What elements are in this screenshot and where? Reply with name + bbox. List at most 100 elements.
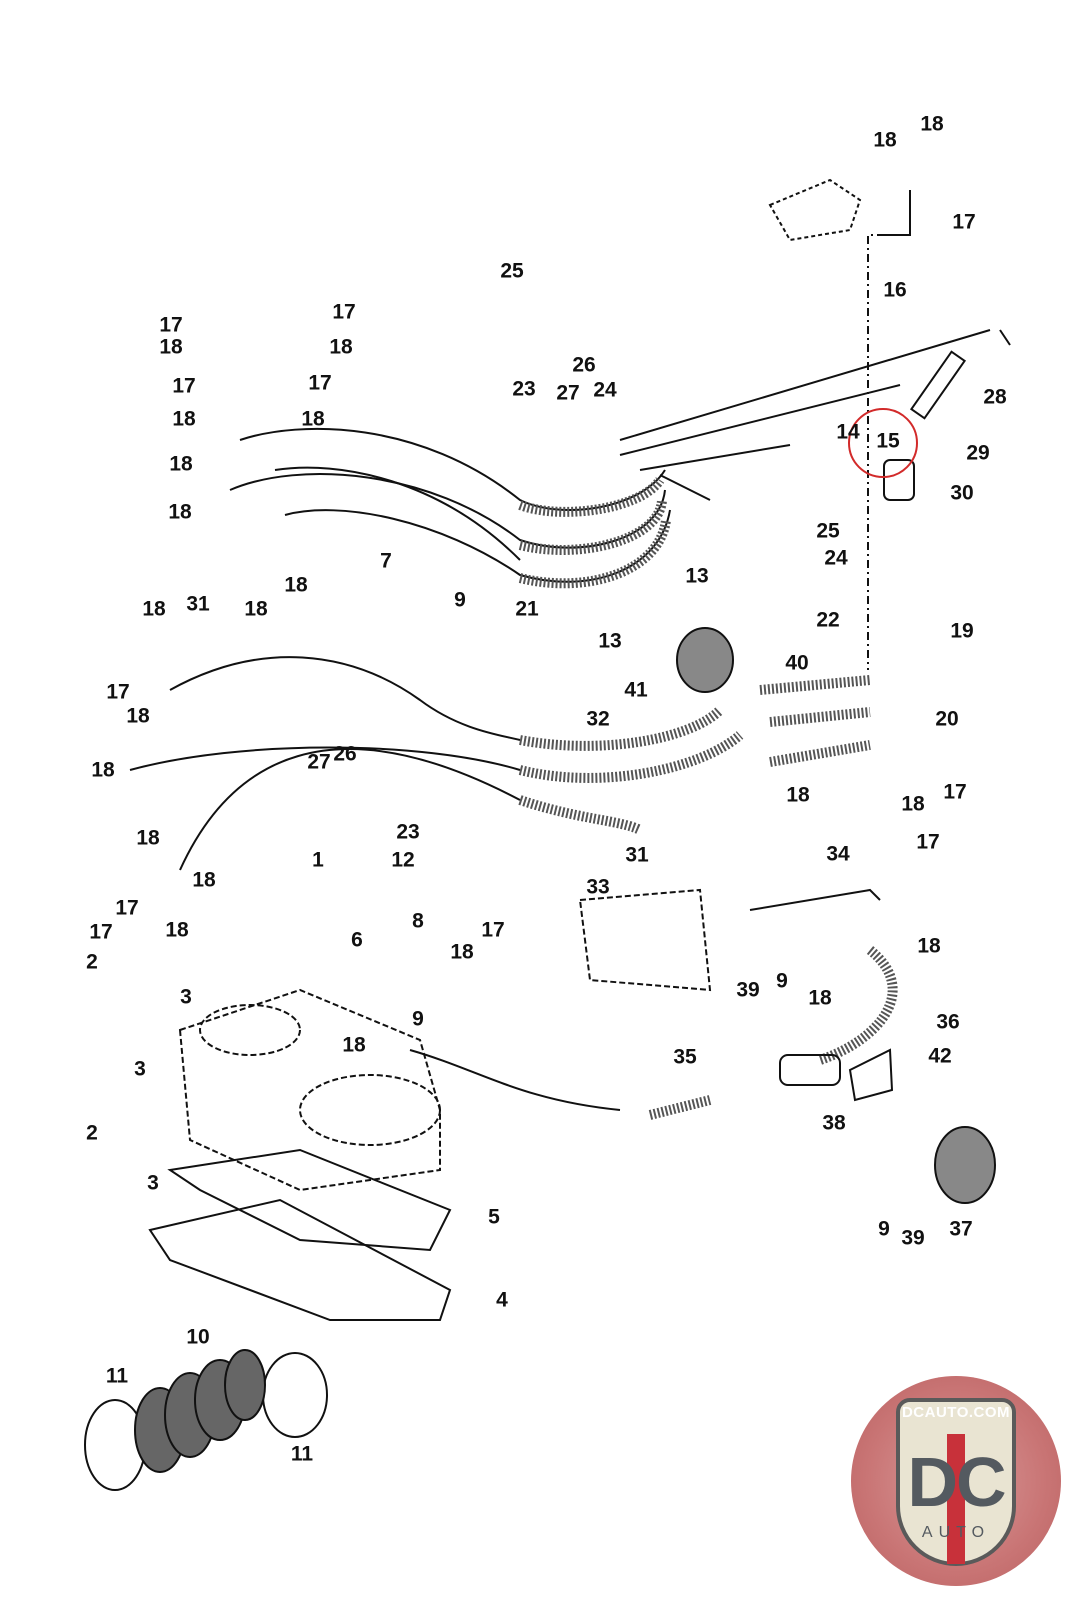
part-label-40: 40 — [785, 651, 809, 675]
hose-bundle-13 — [229, 329, 991, 589]
part-label-17: 17 — [308, 371, 332, 395]
part-label-18: 18 — [342, 1033, 366, 1057]
part-label-3: 3 — [180, 985, 192, 1009]
part-label-32: 32 — [586, 707, 610, 731]
part-label-26: 26 — [572, 353, 596, 377]
part-label-38: 38 — [822, 1111, 846, 1135]
part-label-18: 18 — [450, 940, 474, 964]
part-label-23: 23 — [396, 820, 420, 844]
part-label-18: 18 — [91, 758, 115, 782]
part-label-33: 33 — [586, 875, 610, 899]
logo-stripe — [947, 1434, 965, 1564]
part-label-2: 2 — [86, 1121, 98, 1145]
part-label-18: 18 — [329, 335, 353, 359]
part-label-23: 23 — [512, 377, 536, 401]
part-label-25: 25 — [500, 259, 524, 283]
part-label-30: 30 — [950, 481, 974, 505]
rubber-boot-10 — [84, 1349, 328, 1491]
part-label-18: 18 — [159, 335, 183, 359]
part-label-31: 31 — [186, 592, 210, 616]
logo-word: AUTO — [921, 1524, 991, 1541]
part-label-18: 18 — [284, 573, 308, 597]
part-label-18: 18 — [244, 597, 268, 621]
part-label-3: 3 — [147, 1171, 159, 1195]
part-label-17: 17 — [89, 920, 113, 944]
part-label-9: 9 — [412, 1007, 424, 1031]
part-label-27: 27 — [556, 381, 580, 405]
part-label-18: 18 — [169, 452, 193, 476]
part-label-21: 21 — [515, 597, 539, 621]
part-label-17: 17 — [172, 374, 196, 398]
part-label-34: 34 — [826, 842, 850, 866]
part-label-35: 35 — [673, 1045, 697, 1069]
part-label-16: 16 — [883, 278, 907, 302]
part-label-18: 18 — [917, 934, 941, 958]
part-label-13: 13 — [685, 564, 709, 588]
part-label-14: 14 — [836, 420, 860, 444]
part-label-5: 5 — [488, 1205, 500, 1229]
part-label-18: 18 — [920, 112, 944, 136]
gasket-5 — [148, 1148, 452, 1321]
part-label-22: 22 — [816, 608, 840, 632]
part-label-3: 3 — [134, 1057, 146, 1081]
fuel-line-16 — [867, 190, 1011, 670]
hose-bundle-32 — [129, 656, 871, 871]
part-label-10: 10 — [186, 1325, 210, 1349]
part-label-15: 15 — [876, 429, 900, 453]
part-label-18: 18 — [168, 500, 192, 524]
part-label-12: 12 — [391, 848, 415, 872]
part-label-9: 9 — [454, 588, 466, 612]
part-label-17: 17 — [115, 896, 139, 920]
part-label-27: 27 — [307, 750, 331, 774]
part-label-1: 1 — [312, 848, 324, 872]
part-label-19: 19 — [950, 619, 974, 643]
lower-right-assembly — [409, 627, 996, 1204]
part-label-18: 18 — [873, 128, 897, 152]
part-label-31: 31 — [625, 843, 649, 867]
part-label-36: 36 — [936, 1010, 960, 1034]
highlight-circle-part-15 — [848, 408, 918, 478]
part-label-9: 9 — [878, 1217, 890, 1241]
part-label-42: 42 — [928, 1044, 952, 1068]
logo-initials: DC — [907, 1443, 1006, 1521]
part-label-24: 24 — [593, 378, 617, 402]
reference-fitting — [768, 178, 862, 242]
part-label-29: 29 — [966, 441, 990, 465]
part-label-17: 17 — [106, 680, 130, 704]
part-label-17: 17 — [159, 313, 183, 337]
part-label-9: 9 — [776, 969, 788, 993]
part-label-26: 26 — [333, 742, 357, 766]
logo-site-text: DCAUTO.COM — [901, 1404, 1011, 1421]
part-label-17: 17 — [481, 918, 505, 942]
part-label-4: 4 — [496, 1288, 508, 1312]
part-label-18: 18 — [808, 986, 832, 1010]
part-label-25: 25 — [816, 519, 840, 543]
part-label-24: 24 — [824, 546, 848, 570]
part-label-17: 17 — [916, 830, 940, 854]
part-label-17: 17 — [332, 300, 356, 324]
part-label-18: 18 — [901, 792, 925, 816]
engine-block — [178, 988, 441, 1192]
part-label-20: 20 — [935, 707, 959, 731]
part-label-2: 2 — [86, 950, 98, 974]
part-label-41: 41 — [624, 678, 648, 702]
part-label-18: 18 — [786, 783, 810, 807]
part-label-8: 8 — [412, 909, 424, 933]
part-label-39: 39 — [736, 978, 760, 1002]
part-label-39: 39 — [901, 1226, 925, 1250]
part-label-37: 37 — [949, 1217, 973, 1241]
dcauto-logo: DCAUTO.COM DC AUTO — [851, 1376, 1061, 1586]
part-label-7: 7 — [380, 549, 392, 573]
part-label-18: 18 — [172, 407, 196, 431]
part-label-6: 6 — [351, 928, 363, 952]
part-label-18: 18 — [142, 597, 166, 621]
part-label-11: 11 — [105, 1364, 129, 1388]
part-label-18: 18 — [192, 868, 216, 892]
part-label-28: 28 — [983, 385, 1007, 409]
part-label-18: 18 — [301, 407, 325, 431]
part-label-17: 17 — [952, 210, 976, 234]
part-label-18: 18 — [126, 704, 150, 728]
part-label-17: 17 — [943, 780, 967, 804]
part-label-11: 11 — [290, 1442, 314, 1466]
